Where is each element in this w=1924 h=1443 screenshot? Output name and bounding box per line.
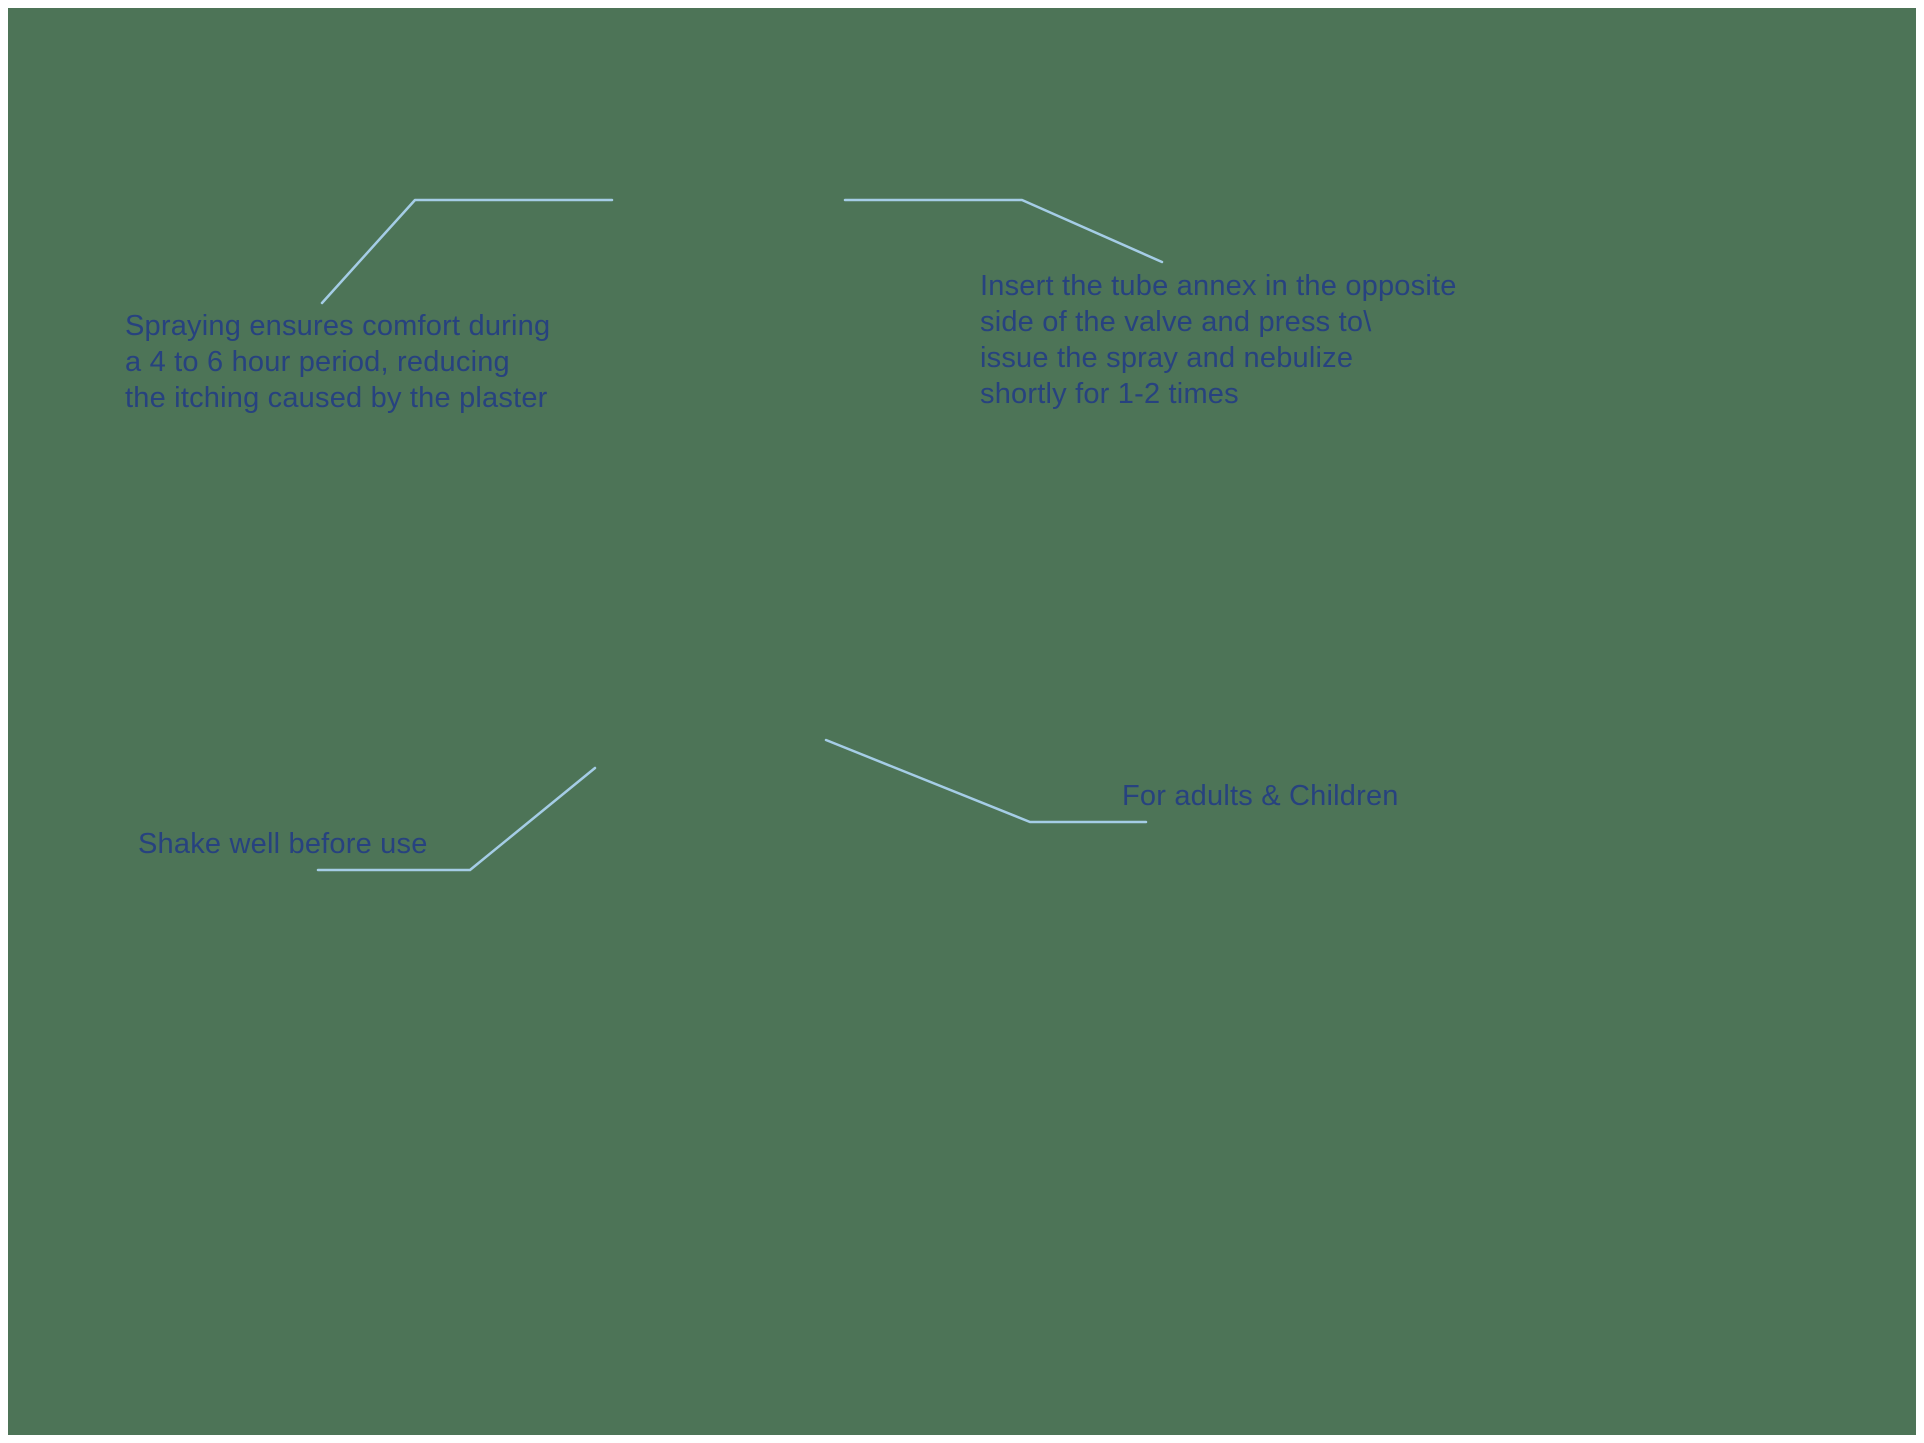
annotation-for-adults: For adults & Children	[1122, 780, 1399, 812]
annotation-insert-tube: Insert the tube annex in the opposite si…	[980, 270, 1457, 410]
annotation-spray-comfort: Spraying ensures comfort during a 4 to 6…	[125, 310, 551, 414]
diagram-background	[8, 8, 1916, 1435]
annotation-shake-well: Shake well before use	[138, 828, 428, 860]
